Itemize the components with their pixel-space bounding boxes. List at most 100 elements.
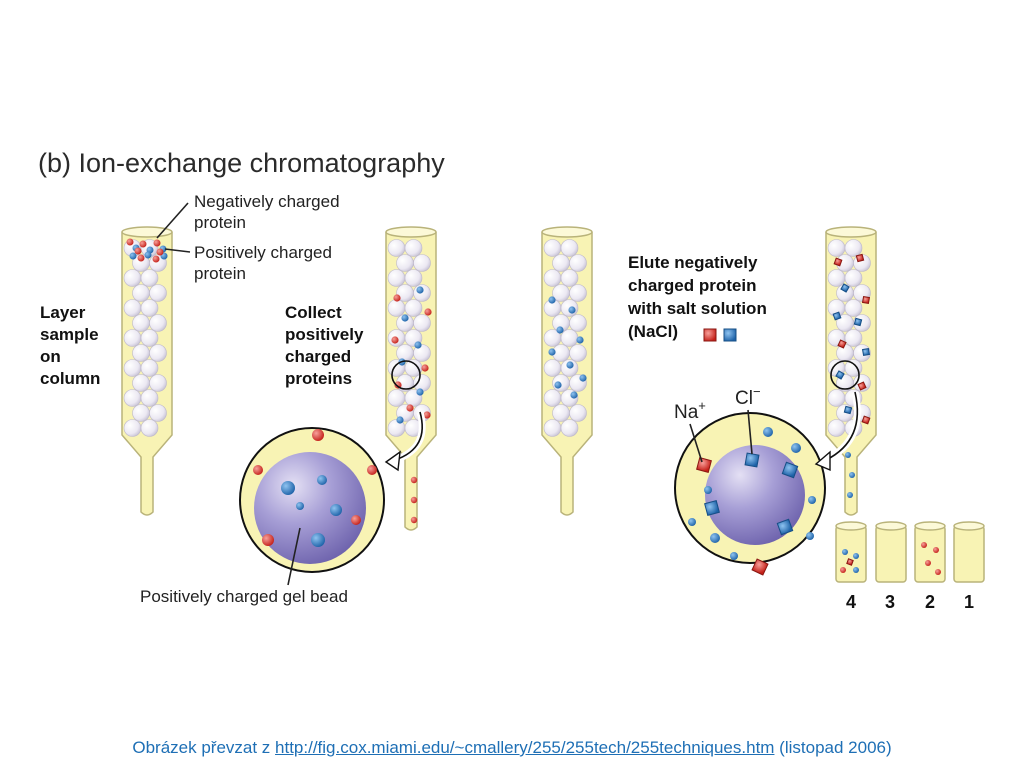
gel-bead [543, 239, 562, 257]
gel-bead [560, 329, 579, 347]
gel-bead [140, 329, 159, 347]
gel-bead [827, 389, 846, 407]
tube-rim [953, 521, 985, 531]
positive-protein [153, 239, 161, 247]
nacl-ion-icons [703, 328, 737, 342]
negative-protein [414, 341, 422, 349]
source-link[interactable]: http://fig.cox.miami.edu/~cmallery/255/2… [275, 738, 775, 757]
gel-bead [140, 299, 159, 317]
positive-protein [134, 247, 142, 255]
positive-protein [424, 308, 432, 316]
negative-protein [791, 443, 801, 453]
positive-gel-bead [705, 445, 805, 545]
gel-bead [387, 389, 406, 407]
gel-bead [132, 374, 150, 392]
negative-protein [311, 533, 325, 547]
gel-bead [149, 284, 167, 302]
cl-ion [704, 500, 720, 516]
negative-protein [579, 374, 587, 382]
cl-ion-label: Cl− [735, 384, 761, 409]
gel-bead-label: Positively charged gel bead [140, 587, 348, 606]
gel-bead [560, 269, 579, 287]
negative-protein [570, 391, 578, 399]
negative-protein [806, 532, 814, 540]
na-ion [857, 381, 867, 391]
gel-bead [387, 299, 406, 317]
negative-protein [330, 504, 342, 516]
negative-protein [296, 502, 304, 510]
collect-label: Collect positively charged proteins [285, 303, 368, 388]
gel-bead [149, 404, 167, 422]
positive-protein-label: Positively charged protein [194, 243, 337, 283]
gel-bead [836, 404, 854, 422]
gel-bead [149, 374, 167, 392]
layer-sample-label: Layer sample on column [40, 303, 103, 388]
positive-protein [139, 240, 147, 248]
tube-1 [953, 521, 985, 583]
gel-bead [543, 389, 562, 407]
gel-bead [552, 254, 570, 272]
gel-bead [123, 269, 142, 287]
positive-protein [351, 515, 361, 525]
zoom-marker [830, 360, 860, 390]
collection-tubes [835, 521, 985, 583]
gel-bead [569, 404, 587, 422]
negative-protein [853, 567, 859, 573]
positive-protein [391, 336, 399, 344]
gel-bead [404, 239, 423, 257]
na-ion [855, 253, 865, 263]
positive-protein [421, 364, 429, 372]
gel-bead-zoom-left [239, 411, 426, 573]
negative-protein [317, 475, 327, 485]
gel-bead-pointer [287, 527, 301, 586]
column-1-layer-sample [121, 226, 173, 516]
elute-label: Elute negatively charged protein with sa… [627, 253, 772, 341]
gel-bead [396, 254, 414, 272]
na-ion-pointer [689, 423, 703, 463]
column-3-bound-negative [541, 226, 593, 516]
gel-bead [844, 329, 863, 347]
negative-protein [401, 314, 409, 322]
tube-number-3: 3 [885, 592, 895, 612]
zoom-marker [391, 360, 421, 390]
gel-bead [140, 389, 159, 407]
cl-ion [861, 347, 871, 357]
column-rim [385, 226, 437, 238]
tube-number-2: 2 [925, 592, 935, 612]
negative-protein [281, 481, 295, 495]
column-rim [825, 226, 877, 238]
gel-bead [123, 419, 142, 437]
positive-protein [367, 465, 377, 475]
positive-protein [137, 254, 145, 262]
positive-protein [921, 542, 927, 548]
positive-protein [253, 465, 263, 475]
gel-bead [396, 344, 414, 362]
gel-bead [569, 284, 587, 302]
negative-protein [710, 533, 720, 543]
gel-bead [123, 359, 142, 377]
tube-rim [914, 521, 946, 531]
negative-protein [554, 381, 562, 389]
cl-ion [744, 452, 760, 468]
gel-bead [404, 269, 423, 287]
na-ion-label: Na+ [674, 398, 706, 423]
tube-body [875, 525, 907, 583]
gel-bead [560, 239, 579, 257]
gel-bead [836, 344, 854, 362]
negative-protein [568, 306, 576, 314]
positive-protein [152, 255, 160, 263]
gel-bead [149, 344, 167, 362]
positive-protein [933, 547, 939, 553]
positive-protein [423, 411, 431, 419]
gel-bead [123, 389, 142, 407]
positive-protein-pointer [164, 248, 191, 253]
gel-bead [543, 269, 562, 287]
positive-protein [935, 569, 941, 575]
gel-bead [543, 419, 562, 437]
positive-protein [393, 294, 401, 302]
gel-bead [844, 239, 863, 257]
positive-protein [410, 516, 418, 524]
cl-ion [853, 317, 863, 327]
negative-protein-pointer [156, 202, 189, 239]
negative-protein [730, 552, 738, 560]
